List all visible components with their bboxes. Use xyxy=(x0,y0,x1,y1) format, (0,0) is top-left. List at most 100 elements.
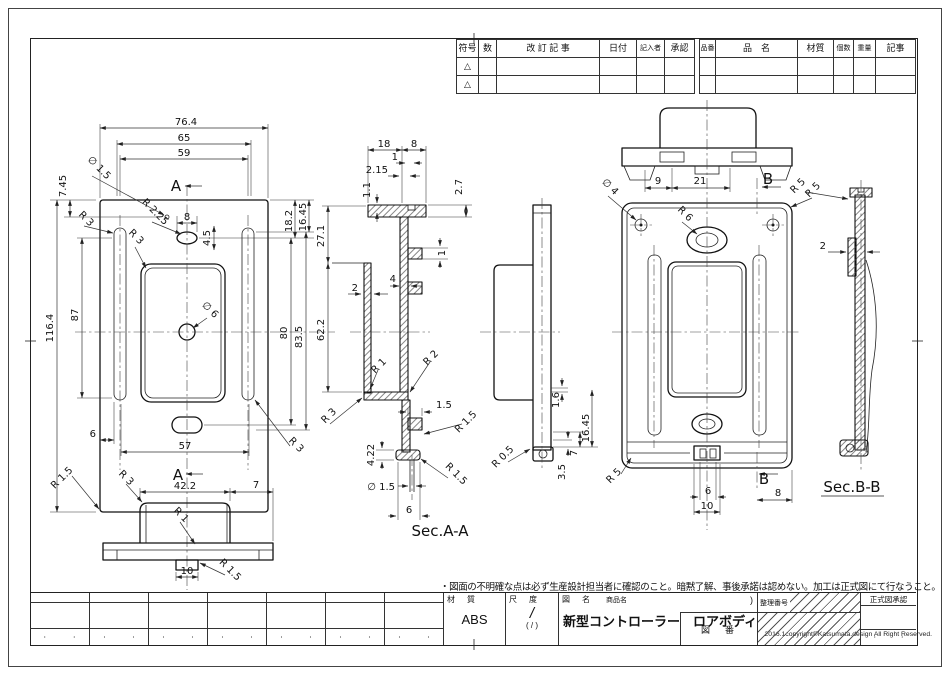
material-label: 材 質 xyxy=(447,595,477,604)
section-b-b: R 5 2 Sec.B-B xyxy=(789,177,884,497)
caution-note: ・図面の不明確な点は必ず生産設計担当者に確認のこと。暗黙了解、事後承諾は認めない… xyxy=(440,582,941,593)
drawing-name-label: 図 名 xyxy=(562,595,592,604)
revision-row: △ xyxy=(456,57,916,76)
section-a-a: 18 8 1 2.15 1.1 2.7 27.1 1 62.2 2 4 R 3 … xyxy=(316,139,479,540)
material-value: ABS xyxy=(461,612,488,627)
dim-text: 62.2 xyxy=(316,319,327,341)
dim-text: 116.4 xyxy=(45,314,56,343)
dim-text: 8 xyxy=(775,488,781,499)
material-cell: 材 質 ABS xyxy=(443,593,505,645)
dim-text: 4 xyxy=(390,274,396,285)
hatch-area xyxy=(758,612,860,645)
dim-text: 6 xyxy=(406,505,412,516)
section-label: Sec.B-B xyxy=(823,478,880,496)
frame-ticks xyxy=(25,33,923,650)
drawing-no-label: 図 番 xyxy=(680,612,757,645)
drawing-number-cell: ) 図 番 xyxy=(680,593,757,645)
dim-text: 4.5 xyxy=(202,230,213,246)
dim-text: R 3 xyxy=(126,228,145,247)
hatch-area xyxy=(790,593,860,612)
outer-border xyxy=(8,8,942,667)
dim-text: 2 xyxy=(352,283,358,294)
dim-text: 2.7 xyxy=(454,179,465,195)
front-view: 76.4 65 59 A A 7.45 ∅ 1.5 R 3 R 3 R 2.25… xyxy=(45,117,335,590)
side-view: R 0.5 1.6 16.45 7 3.5 xyxy=(480,198,598,480)
dim-text: 21 xyxy=(694,176,707,187)
section-mark: A xyxy=(173,466,184,484)
dim-text: 7.45 xyxy=(58,175,69,197)
dim-text: 1 xyxy=(437,250,448,256)
dim-text: 59 xyxy=(178,148,191,159)
dim-text: R 2 xyxy=(422,349,441,368)
dim-text: 2 xyxy=(820,241,826,252)
official-approval-label: 正式図承認 xyxy=(861,593,916,606)
scale-paren: ( / ) xyxy=(526,621,538,630)
official-approval-cell: 正式図承認 ・・ xyxy=(860,593,916,645)
scale-label: 尺 度 xyxy=(509,595,539,604)
back-view: B B ∅ 4 R 6 R 5 R 5 6 10 8 xyxy=(599,100,823,530)
bottom-view: R 3 42.2 7 R 1 10 R 1.5 xyxy=(102,469,274,583)
dim-text: 42.2 xyxy=(174,481,196,492)
dim-text: R 3 xyxy=(320,407,339,426)
dim-text: 18.2 xyxy=(284,210,295,232)
dim-text: R 1 xyxy=(370,357,389,376)
dim-text: 16.45 xyxy=(298,203,309,232)
dim-text: 16.45 xyxy=(581,414,592,443)
control-no-label: 整理番号 xyxy=(760,599,788,607)
dim-text: 2.15 xyxy=(366,165,388,176)
dim-text: R 0.5 xyxy=(490,444,516,470)
dim-text: 76.4 xyxy=(175,117,197,128)
dim-text: ∅ 6 xyxy=(199,300,220,321)
dim-text: R 3 xyxy=(116,469,135,488)
dim-text: 4.22 xyxy=(366,444,377,466)
dim-text: R 1 xyxy=(171,506,190,525)
dim-text: 87 xyxy=(70,309,81,322)
front-outline xyxy=(99,199,269,513)
dim-text: 9 xyxy=(655,176,661,187)
dim-text: 83.5 xyxy=(294,326,305,348)
dim-text: 8 xyxy=(411,139,417,150)
scale-value: / xyxy=(529,605,535,622)
dim-text: 57 xyxy=(179,441,192,452)
dim-text: 7 xyxy=(569,450,580,456)
dim-text: 1.6 xyxy=(551,392,562,408)
section-mark: B xyxy=(763,170,773,188)
dim-text: 18 xyxy=(378,139,391,150)
dim-text: ∅ 4 xyxy=(599,177,620,198)
dim-text: 27.1 xyxy=(316,225,327,247)
dim-text: 7 xyxy=(253,480,259,491)
dim-text: 6 xyxy=(705,486,711,497)
dot: ・ xyxy=(71,634,77,641)
dim-text: 1.5 xyxy=(436,400,452,411)
dim-text: 10 xyxy=(181,566,194,577)
dim-text: 80 xyxy=(279,327,290,340)
dim-text: 1.1 xyxy=(362,182,373,198)
revision-row: △ xyxy=(456,75,916,94)
dim-text: R 1.5 xyxy=(49,465,75,491)
section-label: Sec.A-A xyxy=(411,522,469,540)
revision-header-row: 符号 数 改 訂 記 事 日付 記入者 承認 品番 品 名 材質 個数 重量 記… xyxy=(456,39,916,58)
section-mark: A xyxy=(171,177,182,195)
scale-cell: 尺 度 / ( / ) xyxy=(505,593,558,645)
dim-text: R 3 xyxy=(76,210,95,229)
dim-text: 10 xyxy=(701,501,714,512)
section-mark: B xyxy=(759,470,769,488)
drawing-name-value: 新型コントローラー ロアボディ xyxy=(563,614,758,629)
dim-text: R 1.5 xyxy=(453,409,479,435)
dim-text: R 1.5 xyxy=(217,557,243,583)
dim-text: ∅ 1.5 xyxy=(85,155,112,182)
control-number-cell: 整理番号 xyxy=(757,593,860,645)
dim-text: R 6 xyxy=(675,205,694,224)
revision-triangle-icon: △ xyxy=(456,75,479,94)
dim-text: ∅ 1.5 xyxy=(367,482,395,493)
dim-text: R 3 xyxy=(286,436,305,455)
dim-text: R 5 xyxy=(605,467,624,486)
paren-mark: ) xyxy=(750,595,753,605)
drawing-name-cell: 図 名 商品名 新型コントローラー ロアボディ xyxy=(558,593,757,645)
revision-table: 符号 数 改 訂 記 事 日付 記入者 承認 品番 品 名 材質 個数 重量 記… xyxy=(456,39,916,94)
dot: ・ xyxy=(42,634,48,641)
title-block: ・・ ・・ ・・ ・・ ・・ ・・ ・・ 材 質 ABS 尺 度 / ( / )… xyxy=(30,592,916,645)
product-name-label: 商品名 xyxy=(606,597,627,604)
